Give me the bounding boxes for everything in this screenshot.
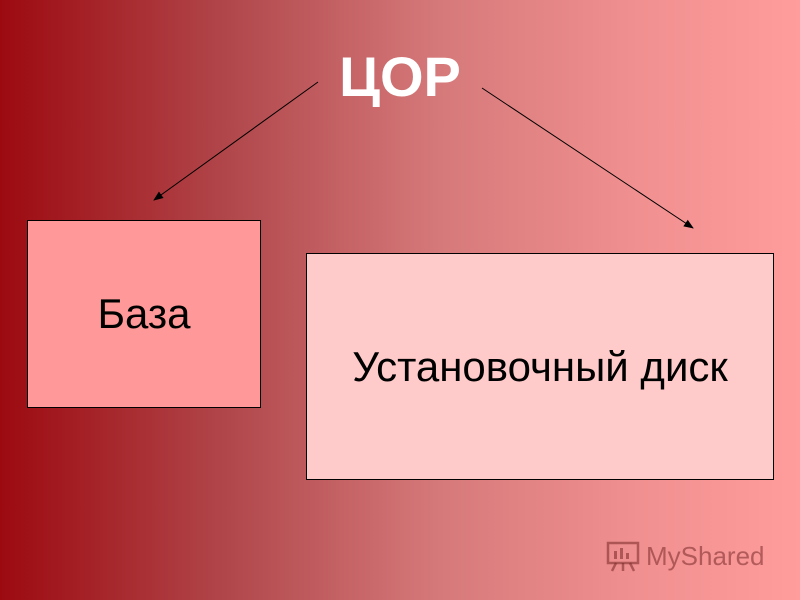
node-install-disk: Установочный диск [306, 253, 774, 480]
arrow-to-disk [481, 87, 694, 229]
node-install-disk-label: Установочный диск [352, 342, 728, 390]
watermark-logo: MyShared [606, 538, 765, 574]
node-base-label: База [97, 290, 191, 337]
node-base: База [27, 220, 261, 408]
diagram-root-title: ЦОР [339, 45, 461, 108]
arrow-to-base [153, 81, 319, 201]
presentation-board-icon [606, 539, 640, 573]
watermark-text: MyShared [646, 540, 765, 571]
